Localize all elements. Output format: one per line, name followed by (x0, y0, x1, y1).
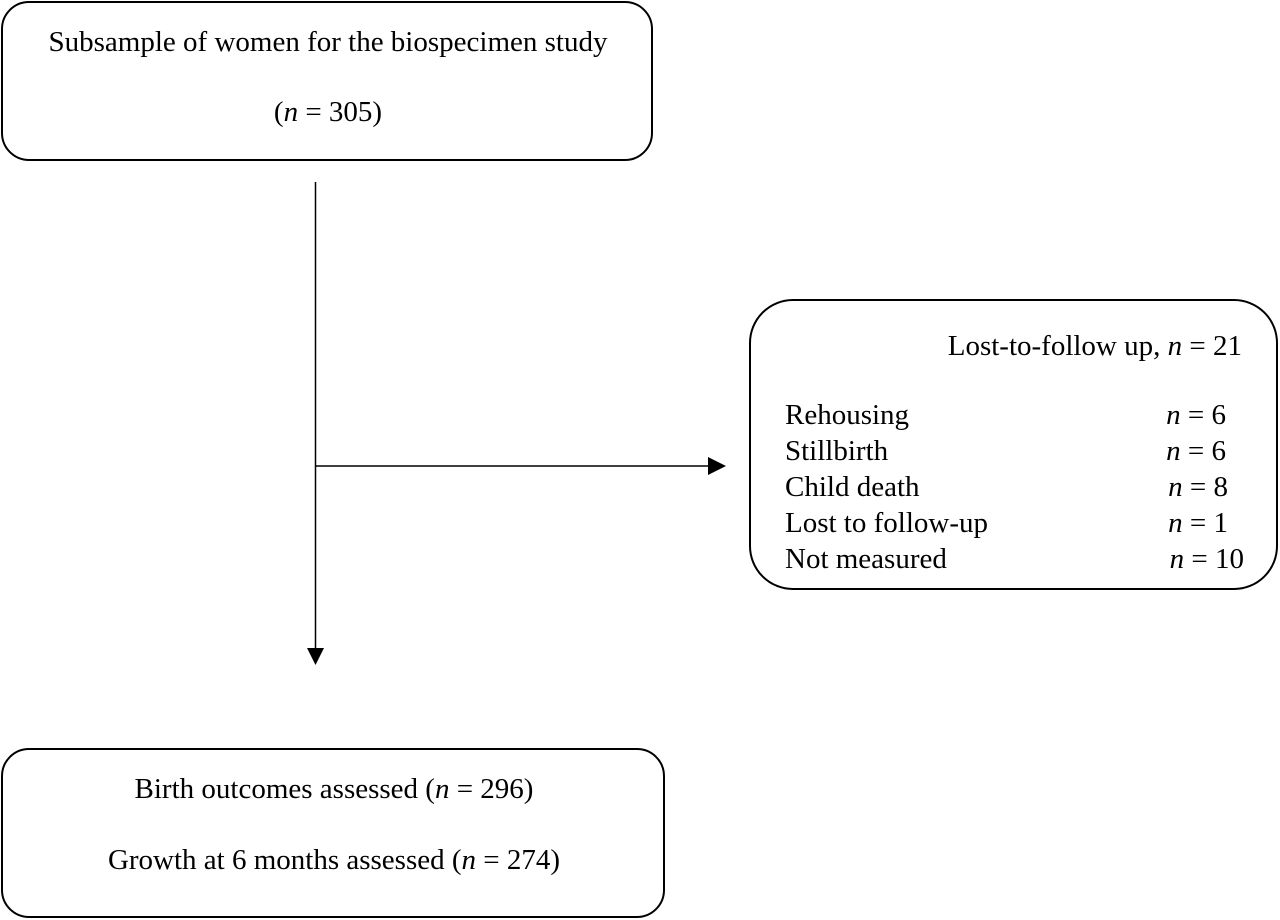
count-n: n (283, 96, 299, 128)
row-not-measured-n: n (1169, 543, 1185, 575)
count-open: ( (273, 96, 284, 128)
row-rehousing-label: Rehousing (785, 399, 910, 431)
birth-outcomes-value: = 296) (449, 773, 534, 805)
growth-value: = 274) (476, 844, 561, 876)
row-child-death-value: = 8 (1182, 471, 1228, 503)
assessed-outcomes-box: Birth outcomes assessed (n = 296) Growth… (1, 748, 665, 918)
row-child-death-count: n = 8 (1168, 470, 1228, 504)
row-child-death-n: n (1168, 471, 1183, 503)
growth-text: Growth at 6 months assessed ( (107, 844, 462, 876)
growth-line: Growth at 6 months assessed (n = 274) (3, 843, 665, 877)
lost-heading-n: n (1167, 330, 1183, 362)
row-rehousing-count: n = 6 (1166, 398, 1226, 432)
study-sample-title-text: Subsample of women for the biospecimen s… (48, 26, 608, 58)
row-rehousing-value: = 6 (1180, 399, 1226, 431)
lost-heading-text: Lost-to-follow up, (947, 330, 1168, 362)
lost-heading: Lost-to-follow up, n = 21 (948, 329, 1242, 363)
row-stillbirth-count: n = 6 (1166, 434, 1226, 468)
birth-outcomes-text: Birth outcomes assessed ( (134, 773, 435, 805)
birth-outcomes-n: n (434, 773, 450, 805)
row-stillbirth-n: n (1166, 435, 1181, 467)
row-lost-label: Lost to follow-up (785, 507, 988, 539)
study-sample-box: Subsample of women for the biospecimen s… (1, 1, 653, 161)
row-not-measured-label: Not measured (785, 543, 947, 575)
right-arrowhead (708, 457, 726, 475)
count-rest: = 305) (298, 96, 383, 128)
row-not-measured-count: n = 10 (1170, 542, 1244, 576)
row-lost-count: n = 1 (1168, 506, 1228, 540)
study-sample-count: (n = 305) (3, 95, 653, 129)
row-stillbirth-label: Stillbirth (785, 435, 889, 467)
row-child-death-label: Child death (785, 471, 920, 503)
down-arrowhead (307, 648, 324, 665)
row-not-measured-value: = 10 (1184, 543, 1244, 575)
birth-outcomes-line: Birth outcomes assessed (n = 296) (3, 772, 665, 806)
row-lost-n: n (1168, 507, 1183, 539)
growth-n: n (461, 844, 477, 876)
lost-heading-value: = 21 (1182, 330, 1242, 362)
study-sample-title: Subsample of women for the biospecimen s… (3, 25, 653, 59)
row-stillbirth-value: = 6 (1180, 435, 1226, 467)
row-rehousing-n: n (1166, 399, 1181, 431)
lost-to-follow-up-box: Lost-to-follow up, n = 21 Rehousing n = … (749, 299, 1278, 590)
row-lost-value: = 1 (1182, 507, 1228, 539)
